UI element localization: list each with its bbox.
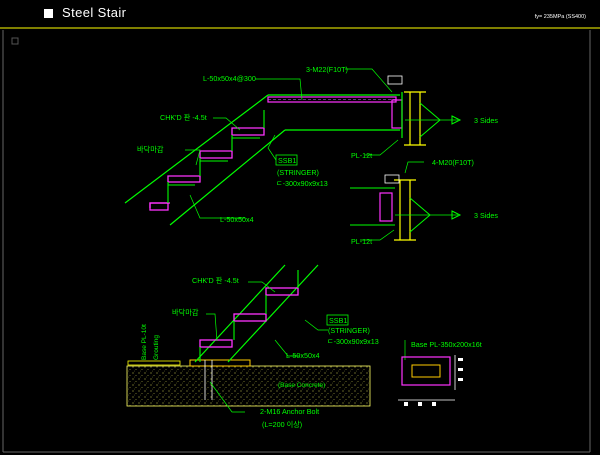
label-lower-concrete: (Base Concrete) <box>278 382 325 389</box>
label-upper-sides-a: 3 Sides <box>474 116 498 125</box>
title-bar: Steel Stair fy= 235MPa (SS400) <box>0 0 600 28</box>
label-lower-base-pl-vertical: Base PL-10t <box>141 324 148 360</box>
label-upper-angle-top: L-50x50x4@300 <box>203 74 256 83</box>
label-lower-channel: ㄷ-300x90x9x13 <box>327 337 379 346</box>
label-lower-chkd: CHK'D 판 -4.5t <box>192 276 239 285</box>
label-upper-bolt-top: 3-M22(F10T) <box>306 65 348 74</box>
label-upper-bolt-mid: 4-M20(F10T) <box>432 158 474 167</box>
label-lower-stringer: (STRINGER) <box>328 326 370 335</box>
upper-stair-detail: L-50x50x4@300 3-M22(F10T) CHK'D 판 -4.5t … <box>124 65 498 226</box>
label-upper-chkd: CHK'D 판 -4.5t <box>160 113 207 122</box>
drawing-title: Steel Stair <box>62 5 127 20</box>
label-upper-channel: ㄷ-300x90x9x13 <box>276 179 328 188</box>
label-upper-plate-12t-a: PL-12t <box>351 151 372 160</box>
material-note: fy= 235MPa (SS400) <box>534 14 586 20</box>
lower-stair-detail: CHK'D 판 -4.5t 바닥마감 SSB1 (STRINGER) ㄷ-300… <box>126 264 482 429</box>
label-lower-grouting: Grouting <box>153 335 160 360</box>
label-lower-angle: L-50x50x4 <box>286 351 320 360</box>
label-lower-finish: 바닥마감 <box>172 308 199 317</box>
label-upper-ssb-tag: SSB1 <box>278 156 296 165</box>
label-upper-finish: 바닥마감 <box>137 145 164 154</box>
title-square-icon <box>44 9 53 18</box>
label-lower-anchor: 2-M16 Anchor Bolt <box>260 407 319 416</box>
label-lower-base-plate: Base PL-350x200x16t <box>411 340 482 349</box>
label-lower-anchor-len: (L=200 이상) <box>262 420 302 429</box>
label-upper-plate-12t-b: PL-12t <box>351 237 372 246</box>
label-upper-angle-bottom: L-50x50x4 <box>220 215 254 224</box>
label-upper-stringer: (STRINGER) <box>277 168 319 177</box>
label-lower-ssb-tag: SSB1 <box>329 316 347 325</box>
corner-mark <box>11 37 19 45</box>
middle-connection-detail: PL-12t 3 Sides <box>350 174 498 246</box>
label-upper-sides-b: 3 Sides <box>474 211 498 220</box>
